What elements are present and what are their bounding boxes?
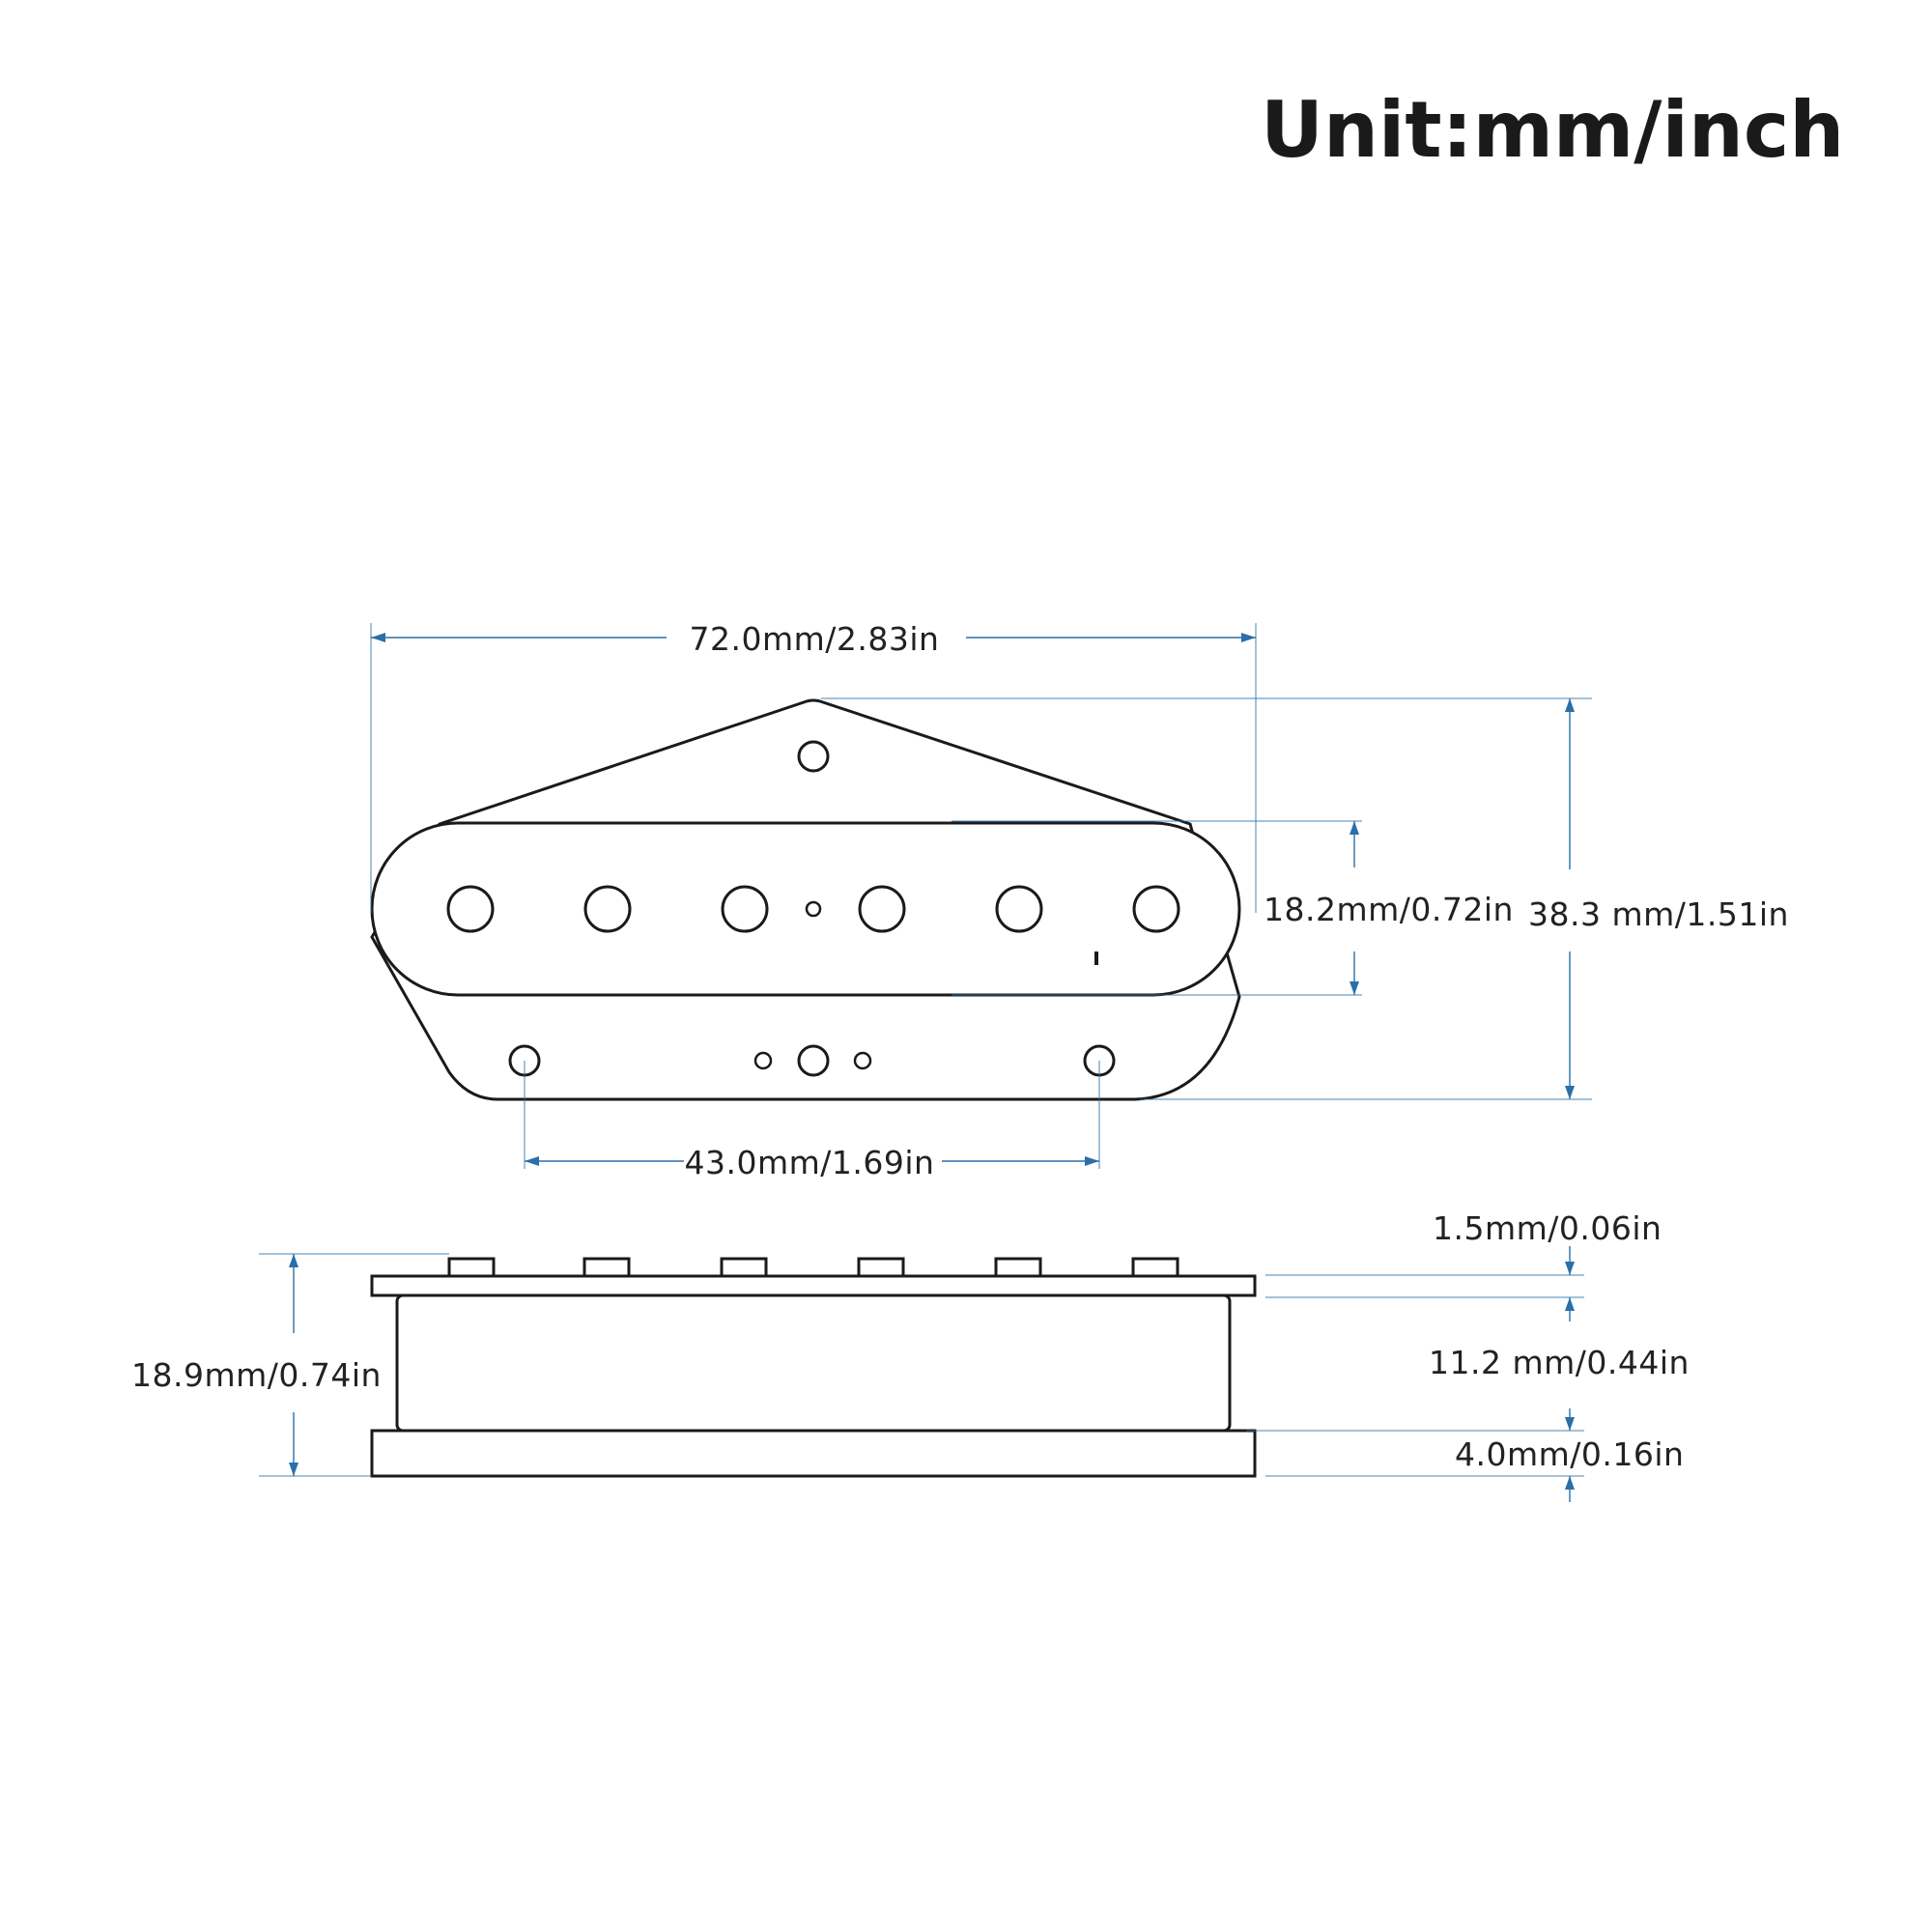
- pickup-side-view: [370, 1257, 1257, 1478]
- pole-top: [1131, 1257, 1179, 1278]
- bobbin-depth-label: 11.2 mm/0.44in: [1429, 1344, 1690, 1381]
- pole-top: [447, 1257, 496, 1278]
- pole-piece: [995, 885, 1043, 933]
- dimension-bobbin-depth: 11.2 mm/0.44in: [1246, 1296, 1690, 1432]
- pole-pieces: [446, 885, 1180, 933]
- pole-piece: [721, 885, 769, 933]
- dimension-total-depth: 18.9mm/0.74in: [131, 1253, 449, 1477]
- top-flatwork: [370, 1274, 1257, 1297]
- coil-bobbin: [395, 1293, 1232, 1433]
- pole-piece: [1132, 885, 1180, 933]
- overall-height-label: 38.3 mm/1.51in: [1528, 895, 1789, 933]
- coil-height-label: 18.2mm/0.72in: [1264, 891, 1514, 928]
- base-plate-side: [370, 1429, 1257, 1478]
- dimension-pole-height: 1.5mm/0.06in: [1265, 1209, 1662, 1276]
- pickup-top-view: [370, 698, 1241, 1101]
- top-mount-hole: [797, 740, 830, 773]
- unit-title: Unit:mm/inch: [1261, 85, 1844, 175]
- pole-top: [582, 1257, 631, 1278]
- dimension-overall-width: 72.0mm/2.83in: [370, 620, 1257, 913]
- pole-piece: [446, 885, 495, 933]
- dimension-coil-height: 18.2mm/0.72in: [952, 820, 1514, 996]
- pole-piece: [583, 885, 632, 933]
- wire-hole-right: [853, 1051, 872, 1070]
- pole-piece: [858, 885, 906, 933]
- wire-hole-left: [753, 1051, 773, 1070]
- dimension-mount-hole-spacing: 43.0mm/1.69in: [524, 1061, 1100, 1181]
- total-depth-label: 18.9mm/0.74in: [131, 1356, 382, 1394]
- ground-hole: [797, 1044, 830, 1077]
- base-plate-thickness-label: 4.0mm/0.16in: [1455, 1435, 1684, 1473]
- mount-hole-spacing-label: 43.0mm/1.69in: [685, 1144, 935, 1181]
- wire-marker: [1094, 952, 1098, 965]
- pole-top: [720, 1257, 768, 1278]
- overall-width-label: 72.0mm/2.83in: [690, 620, 940, 658]
- center-screw-hole: [805, 900, 822, 918]
- pole-top: [994, 1257, 1042, 1278]
- dimension-base-plate-thickness: 4.0mm/0.16in: [1265, 1435, 1684, 1502]
- pole-top: [857, 1257, 905, 1278]
- dimension-overall-height: 38.3 mm/1.51in: [821, 697, 1789, 1100]
- pole-height-label: 1.5mm/0.06in: [1433, 1209, 1662, 1247]
